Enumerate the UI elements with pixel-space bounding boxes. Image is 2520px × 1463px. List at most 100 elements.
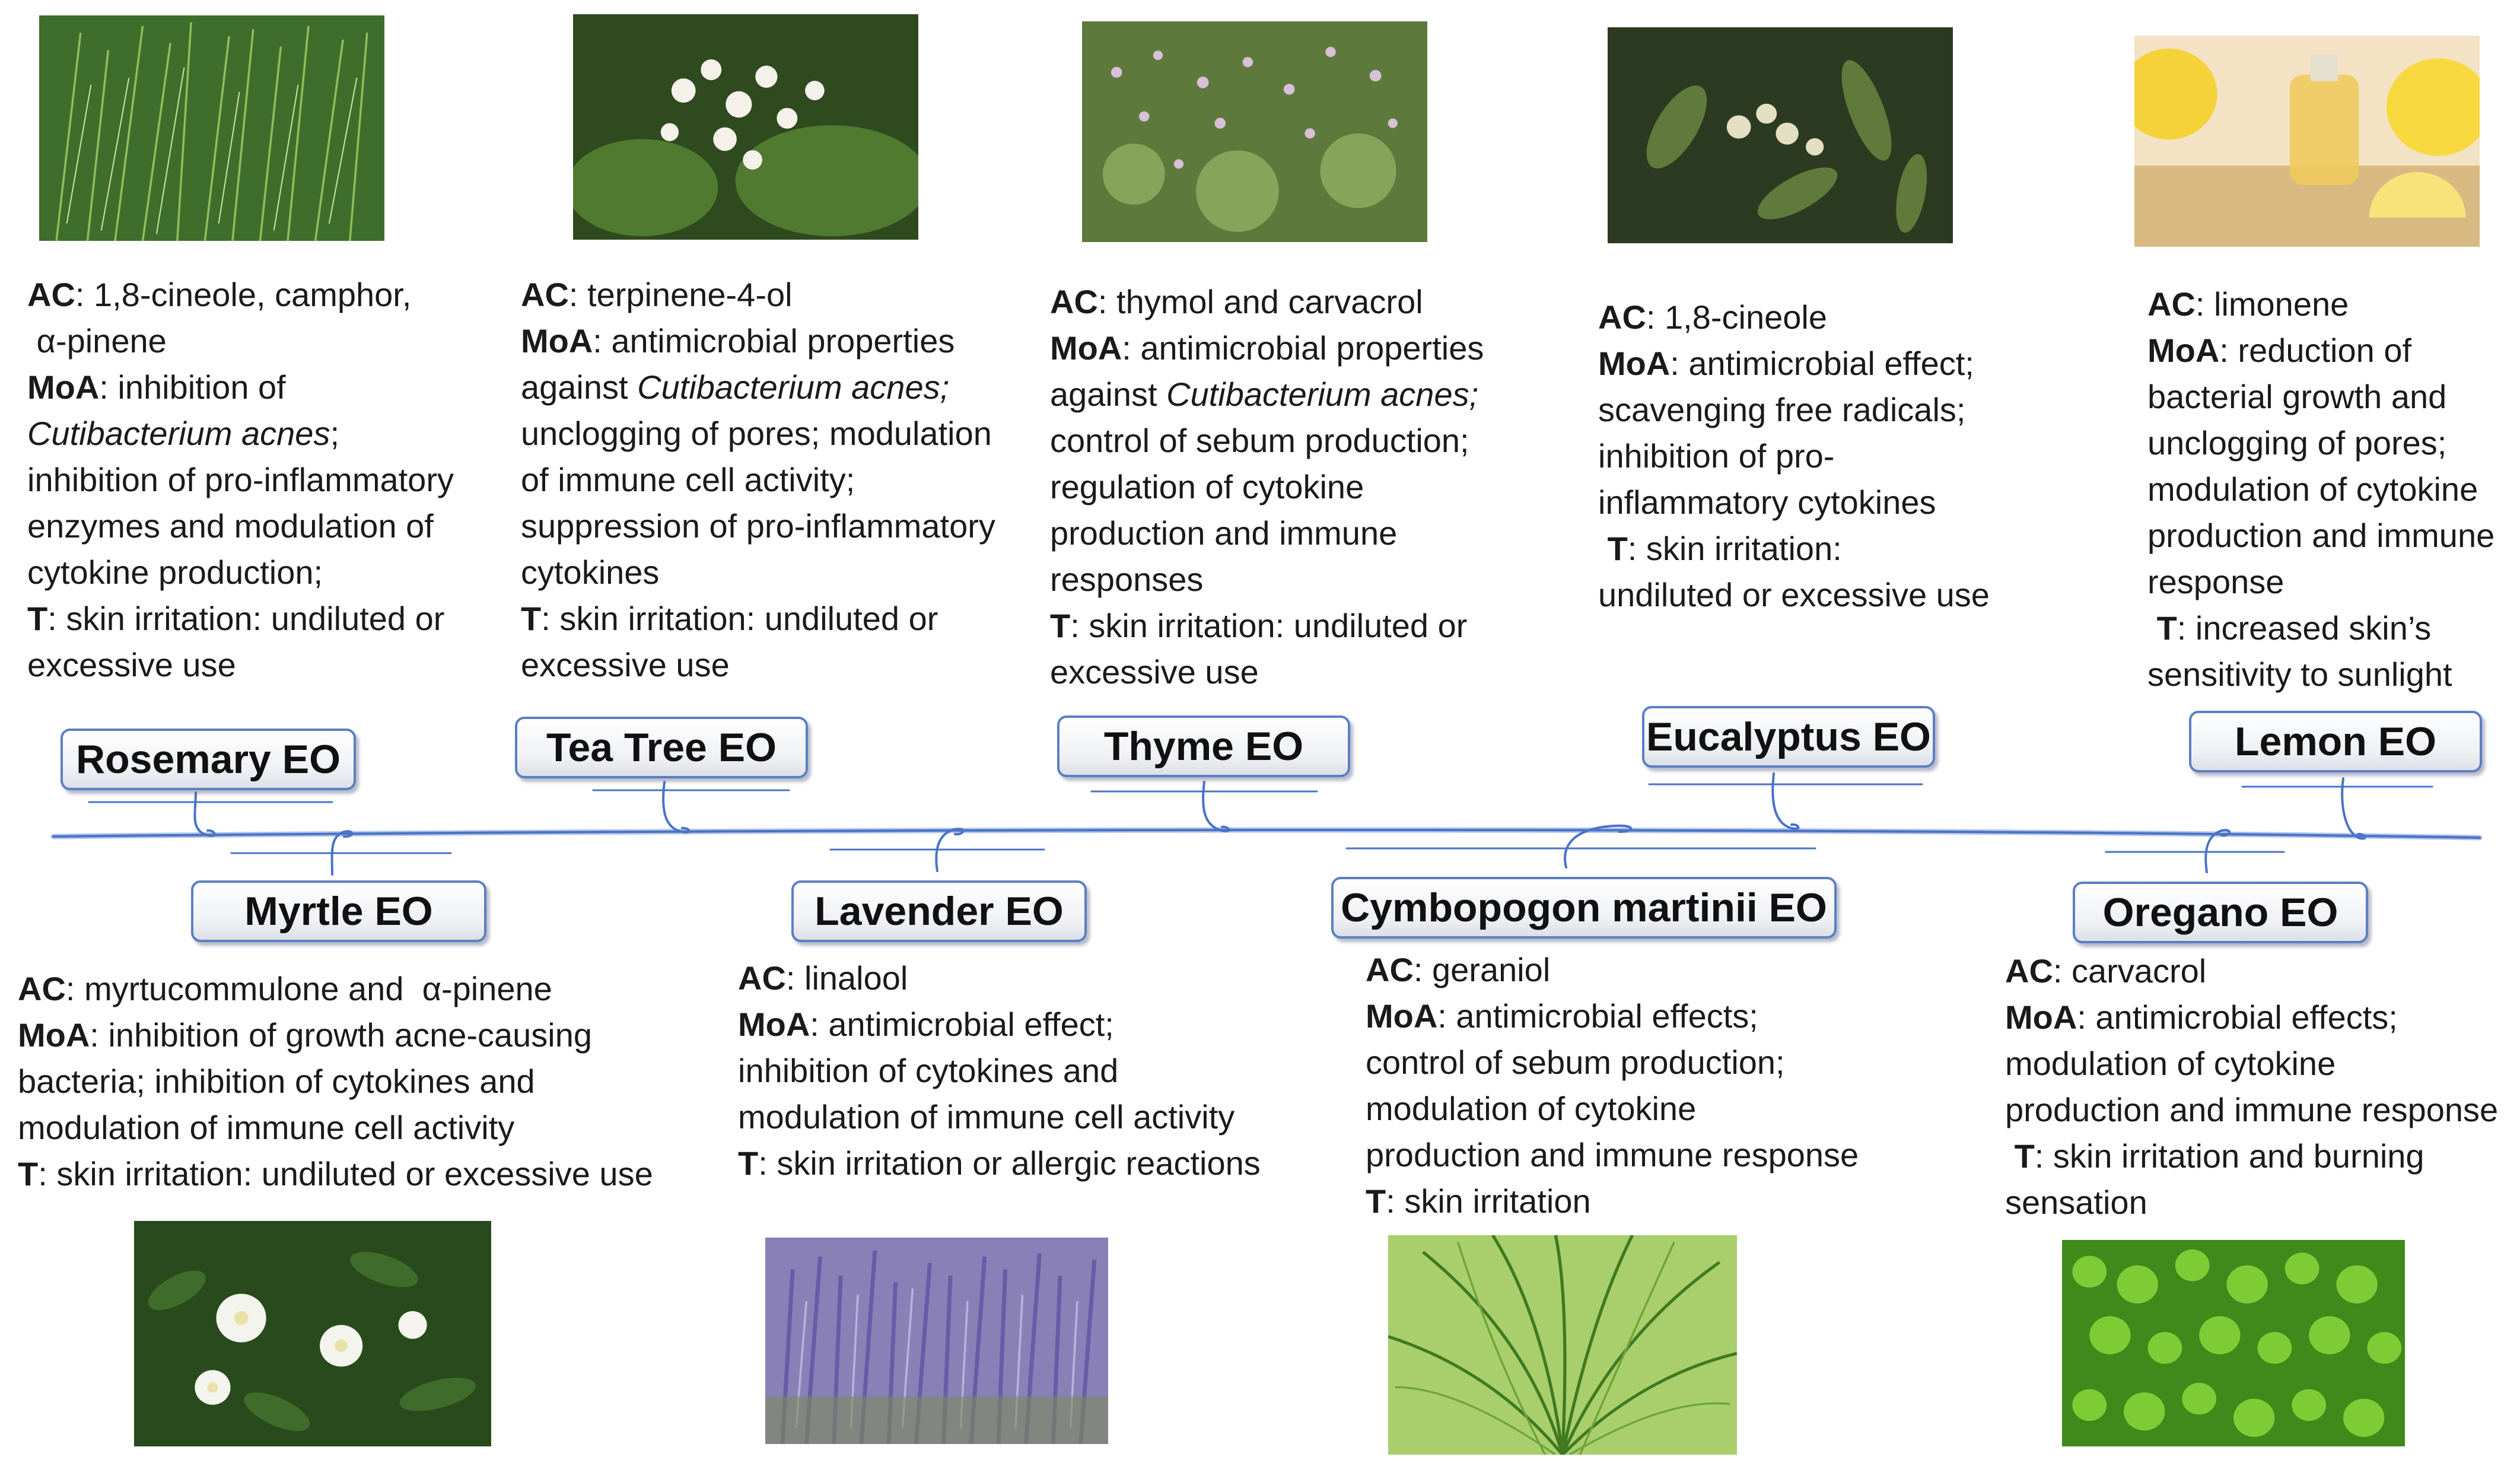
field-text: : antimicrobial properties	[1122, 329, 1484, 367]
description-line: suppression of pro-inflammatory	[521, 503, 995, 549]
description-line: T: skin irritation: undiluted or excessi…	[18, 1151, 653, 1197]
field-text: : terpinene-4-ol	[568, 276, 793, 313]
field-label: AC	[2005, 952, 2053, 990]
description-line: MoA: inhibition of	[27, 364, 454, 411]
myrtle-photo	[134, 1221, 491, 1446]
field-text: against	[1050, 376, 1167, 413]
lavender-photo	[765, 1238, 1108, 1444]
description-line: regulation of cytokine	[1050, 464, 1484, 510]
field-text: undiluted or excessive use	[1598, 576, 1990, 613]
field-text: : skin irritation or allergic reactions	[758, 1144, 1261, 1182]
field-label: MoA	[1366, 997, 1438, 1035]
field-label: T	[1607, 530, 1628, 567]
description-line: MoA: reduction of	[2147, 327, 2494, 374]
field-text: modulation of cytokine	[1366, 1090, 1697, 1127]
field-text: excessive use	[27, 646, 236, 683]
field-label: MoA	[18, 1016, 90, 1054]
field-text: modulation of cytokine	[2005, 1045, 2336, 1082]
field-text: : antimicrobial effect;	[810, 1006, 1114, 1043]
field-text: unclogging of pores;	[2147, 424, 2447, 462]
field-label: AC	[1366, 951, 1414, 988]
field-text: bacterial growth and	[2147, 378, 2447, 415]
description-line: production and immune response	[1366, 1132, 1859, 1178]
field-text: enzymes and modulation of	[27, 507, 434, 545]
rosemary-photo	[39, 15, 384, 241]
species-name: Cutibacterium acnes	[27, 415, 330, 452]
field-label: AC	[738, 959, 786, 997]
field-text: production and immune	[1050, 514, 1398, 552]
field-text: : increased skin’s	[2177, 609, 2432, 647]
description-line: sensitivity to sunlight	[2147, 651, 2494, 698]
field-label: T	[27, 600, 48, 637]
field-text: control of sebum production;	[1366, 1044, 1785, 1081]
field-label: T	[2156, 609, 2177, 647]
oregano-photo	[2062, 1240, 2405, 1446]
field-label: AC	[18, 970, 66, 1007]
field-text: ;	[330, 415, 340, 452]
description-line: T: skin irritation: undiluted or	[27, 596, 454, 642]
field-label: T	[1366, 1182, 1386, 1220]
description-line: AC: 1,8-cineole, camphor,	[27, 272, 454, 318]
field-text: production and immune response	[1366, 1136, 1859, 1173]
description-line: modulation of cytokine	[2147, 466, 2494, 513]
field-text: : antimicrobial effects;	[1437, 997, 1758, 1035]
field-text: : carvacrol	[2053, 952, 2207, 990]
description-line: AC: 1,8-cineole	[1598, 294, 1990, 341]
field-text: control of sebum production;	[1050, 422, 1469, 459]
description-line: excessive use	[521, 642, 995, 688]
description-line: AC: geraniol	[1366, 947, 1859, 993]
description-line: excessive use	[27, 642, 454, 688]
description-line: MoA: antimicrobial effects;	[1366, 993, 1859, 1039]
description-line: unclogging of pores;	[2147, 420, 2494, 466]
field-text: : skin irritation:	[1627, 530, 1842, 567]
field-text: : linalool	[785, 959, 908, 997]
description-line: of immune cell activity;	[521, 457, 995, 503]
field-label: MoA	[27, 368, 100, 406]
field-label: MoA	[521, 322, 593, 360]
description-line: T: skin irritation	[1366, 1178, 1859, 1225]
field-text: : skin irritation and burning	[2034, 1137, 2424, 1175]
oregano-label: Oregano EO	[2073, 882, 2368, 943]
field-text: : reduction of	[2219, 332, 2412, 369]
field-text: modulation of cytokine	[2147, 470, 2478, 508]
field-text: α-pinene	[27, 322, 167, 360]
description-line: cytokines	[521, 549, 995, 596]
description-line: production and immune response	[2005, 1087, 2498, 1133]
field-text: scavenging free radicals;	[1598, 391, 1966, 428]
field-text: inhibition of pro-inflammatory	[27, 461, 454, 498]
description-line: bacterial growth and	[2147, 374, 2494, 420]
description-line: MoA: inhibition of growth acne-causing	[18, 1012, 653, 1058]
description-line: T: skin irritation:	[1598, 526, 1990, 572]
description-line: MoA: antimicrobial properties	[521, 318, 995, 364]
field-text: inhibition of pro-	[1598, 437, 1835, 475]
description-line: AC: myrtucommulone and α-pinene	[18, 966, 653, 1012]
field-label: AC	[2147, 285, 2196, 323]
field-text: cytokines	[521, 554, 660, 591]
field-label: AC	[521, 276, 569, 313]
description-line: AC: terpinene-4-ol	[521, 272, 995, 318]
species-name: Cutibacterium acnes;	[1166, 376, 1479, 413]
lemon-photo	[2134, 36, 2480, 247]
description-line: sensation	[2005, 1179, 2498, 1226]
field-text: regulation of cytokine	[1050, 468, 1364, 505]
description-line: modulation of immune cell activity	[18, 1105, 653, 1151]
myrtle-label: Myrtle EO	[191, 880, 486, 942]
field-label: MoA	[2005, 998, 2077, 1036]
field-label: T	[2014, 1137, 2035, 1175]
field-text: : 1,8-cineole, camphor,	[75, 276, 412, 313]
description-line: excessive use	[1050, 649, 1484, 695]
field-text: modulation of immune cell activity	[738, 1098, 1235, 1136]
field-text: : inhibition of	[99, 368, 286, 406]
field-label: AC	[27, 276, 75, 313]
cymbopogon-photo	[1388, 1235, 1737, 1455]
field-text: : antimicrobial effects;	[2077, 998, 2398, 1036]
description-line: MoA: antimicrobial properties	[1050, 325, 1484, 371]
description-line: α-pinene	[27, 318, 454, 364]
field-text: excessive use	[521, 646, 730, 683]
description-line: inflammatory cytokines	[1598, 479, 1990, 526]
